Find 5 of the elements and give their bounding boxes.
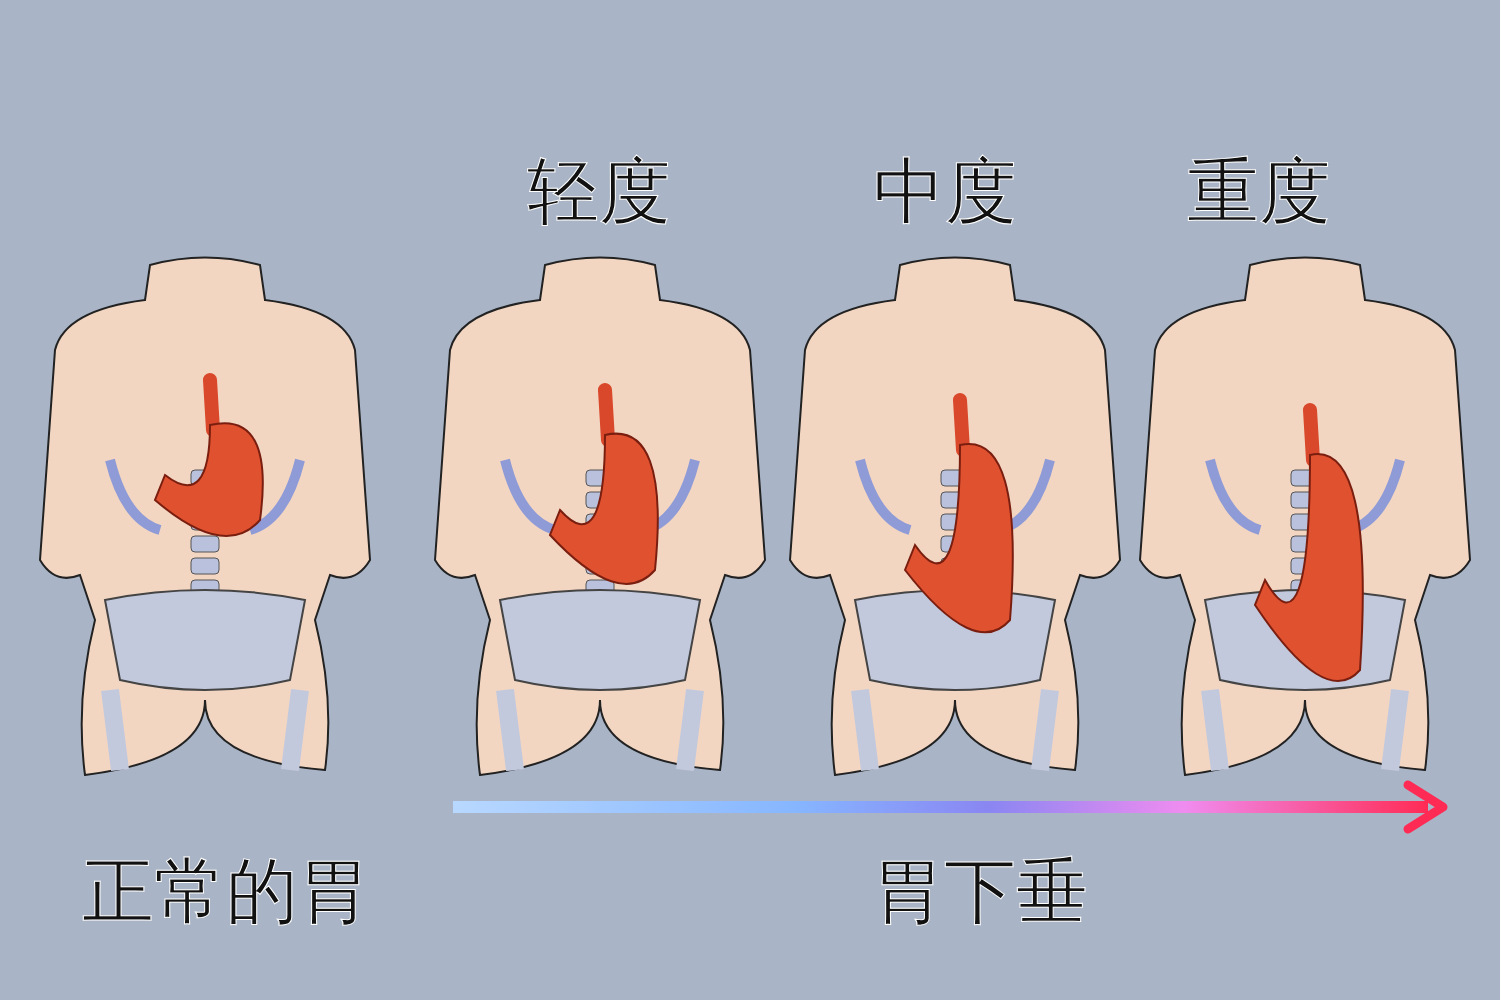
caption-text: 正常的胃 <box>82 855 370 927</box>
severity-heading: 轻度 <box>527 155 671 227</box>
severity-heading: 中度 <box>873 155 1017 227</box>
caption-text: 胃下垂 <box>872 855 1088 927</box>
severity-heading: 重度 <box>1187 155 1331 227</box>
